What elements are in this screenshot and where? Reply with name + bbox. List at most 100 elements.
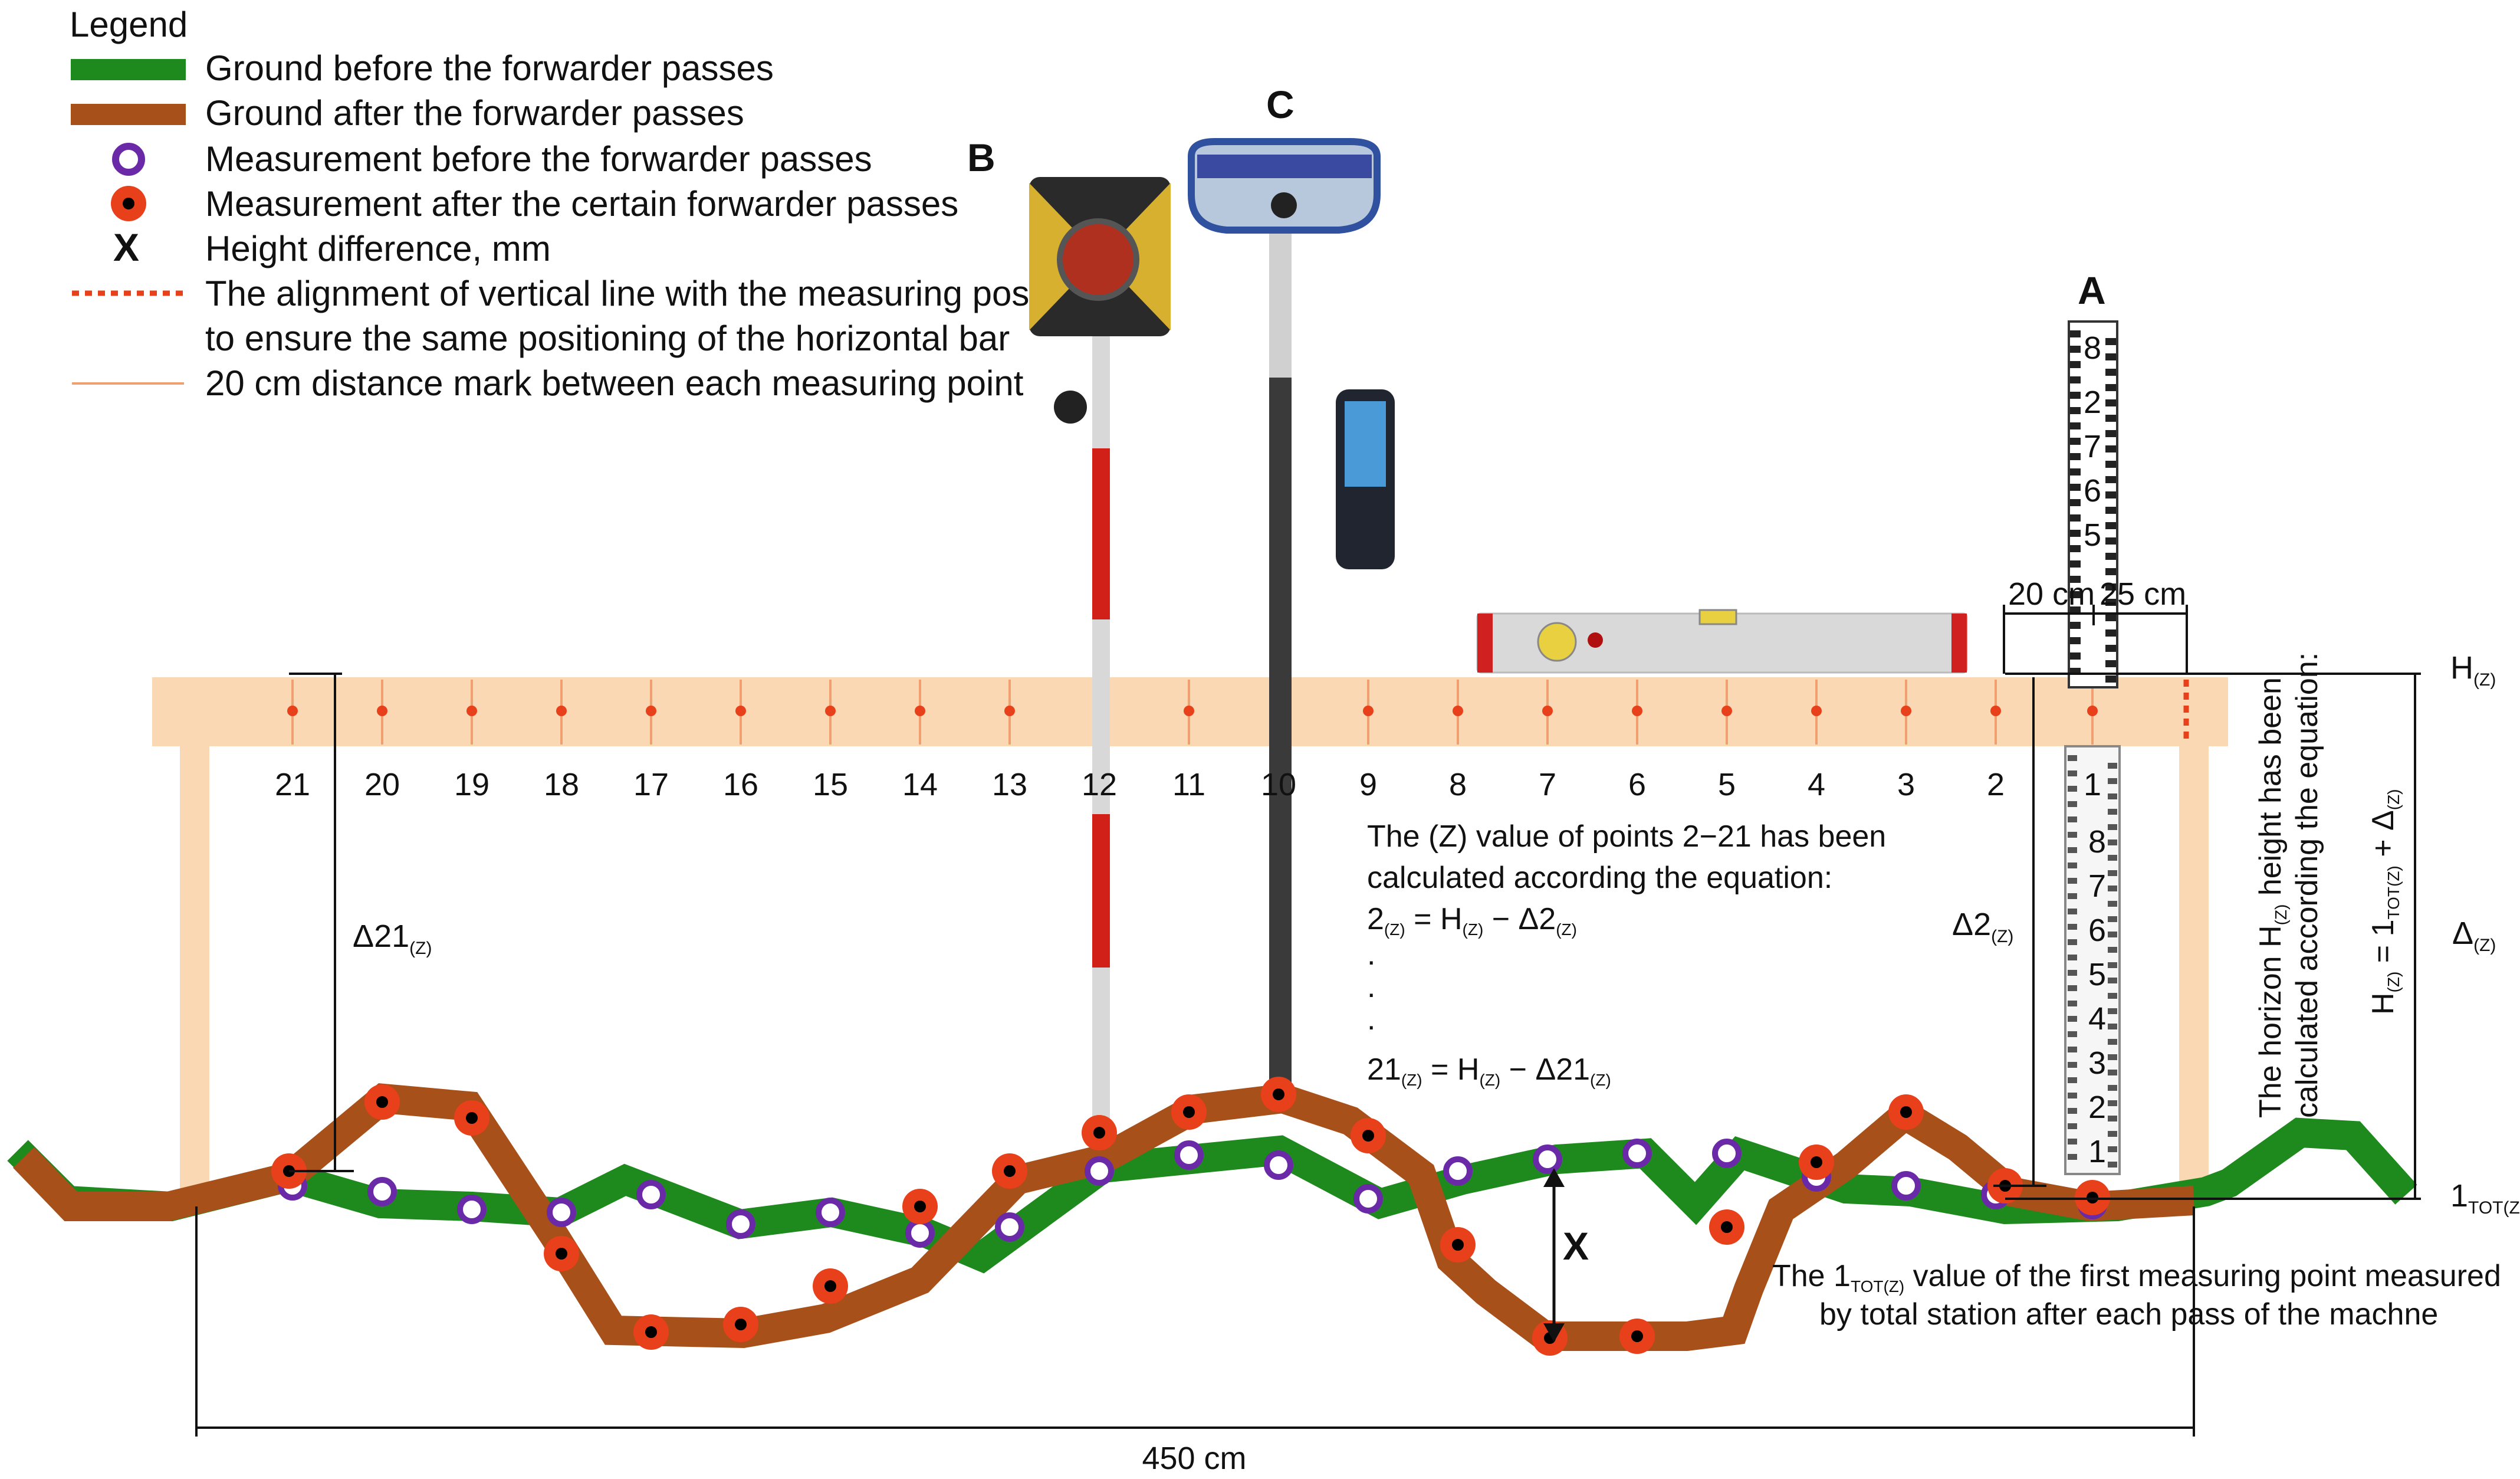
bar-point-dot <box>1363 706 1374 716</box>
eq2-delta: − Δ2 <box>1483 902 1556 936</box>
rod-graduation <box>2068 1001 2077 1006</box>
bar-point-dot <box>1990 706 2001 716</box>
measurement-before-marker <box>995 1212 1024 1242</box>
rod-graduation <box>2070 453 2081 460</box>
x-arrow-head-up <box>1543 1168 1565 1187</box>
rod-graduation <box>2108 901 2117 907</box>
eq21-sub2: (Z) <box>1479 1071 1500 1089</box>
heq-sub1: (Z) <box>2384 972 2403 993</box>
rod-graduation <box>2105 522 2116 529</box>
rod-graduation <box>2105 507 2116 514</box>
rod-graduation <box>2105 461 2116 468</box>
rod-graduation <box>2070 637 2081 644</box>
x-arrow-head-down <box>1543 1323 1565 1342</box>
measurement-after-center <box>735 1319 747 1330</box>
measurement-before-marker <box>726 1209 755 1239</box>
rod-graduation <box>2068 1077 2077 1083</box>
rod-graduation <box>2108 932 2117 937</box>
rod-graduation <box>2070 576 2081 583</box>
rod-graduation <box>2068 786 2077 792</box>
spirit-level-vial-top <box>1698 609 1737 625</box>
point-label: 13 <box>992 767 1027 802</box>
rod-graduation <box>2070 652 2081 660</box>
legend-red-label: Measurement after the certain forwarder … <box>205 184 958 224</box>
legend-brown-label: Ground after the forwarder passes <box>205 93 744 133</box>
width-450-label: 450 cm <box>1142 1441 1246 1476</box>
rod-graduation <box>2108 1085 2117 1091</box>
spirit-level-screw <box>1588 632 1603 648</box>
bar-point-dot <box>287 706 298 716</box>
rod-graduation <box>2105 675 2116 683</box>
rod-graduation <box>2068 1108 2077 1114</box>
point-label: 1 <box>2084 767 2101 802</box>
dim-20cm-label: 20 cm <box>2008 576 2095 612</box>
eq2-sub3: (Z) <box>1556 920 1577 939</box>
measurement-before-marker <box>1712 1139 1742 1168</box>
pole-b-prism-lens <box>1057 218 1139 301</box>
heq-eq: = 1 <box>2366 919 2400 971</box>
rod-graduation <box>2070 530 2081 537</box>
rod-graduation <box>2070 499 2081 506</box>
rod-graduation <box>2108 1146 2117 1152</box>
rod-graduation <box>2108 916 2117 922</box>
pole-c-receiver-button <box>1271 192 1297 218</box>
point-label: 12 <box>1082 767 1117 802</box>
rod-graduation <box>2105 614 2116 621</box>
rod-graduation <box>2108 962 2117 968</box>
delta21-main: Δ21 <box>353 919 409 954</box>
measurement-after-center <box>1900 1106 1912 1118</box>
note-line-1: The 1TOT(Z) value of the first measuring… <box>1772 1259 2501 1296</box>
rod-a-lower-digit: 1 <box>2088 1134 2106 1169</box>
measurement-after-center <box>1362 1130 1374 1142</box>
measurement-before-marker <box>1353 1184 1383 1214</box>
rod-graduation <box>2068 863 2077 868</box>
rod-graduation <box>2108 1054 2117 1060</box>
delta-main: Δ <box>2452 916 2473 951</box>
point-label: 2 <box>1987 767 2005 802</box>
rod-graduation <box>2108 1131 2117 1137</box>
rod-graduation <box>2070 468 2081 475</box>
rod-graduation <box>2105 384 2116 391</box>
rod-graduation <box>2105 599 2116 606</box>
rod-graduation <box>2070 484 2081 491</box>
rod-a-lower-digit: 3 <box>2088 1045 2106 1081</box>
rod-graduation <box>2105 369 2116 376</box>
measurement-before-marker <box>367 1177 397 1206</box>
measurement-before-marker <box>816 1198 845 1227</box>
bar-point-dot <box>915 706 925 716</box>
horizon-eq: H(Z) = 1TOT(Z) + Δ(Z) <box>2366 789 2403 1015</box>
rod-graduation <box>2068 847 2077 853</box>
point-label: 6 <box>1628 767 1646 802</box>
rod-a-lower-digit: 2 <box>2088 1090 2106 1125</box>
h-main: H <box>2450 650 2473 686</box>
rod-a-upper-digit: 5 <box>2084 517 2101 553</box>
rod-graduation <box>2070 392 2081 399</box>
rod-graduation <box>2068 970 2077 976</box>
note-post: value of the first measuring point measu… <box>1904 1259 2501 1293</box>
rod-a-lower-digit: 7 <box>2088 868 2106 904</box>
rod-graduation <box>2070 606 2081 614</box>
rod-a-lower-digit: 4 <box>2088 1001 2106 1037</box>
point-label: 14 <box>902 767 938 802</box>
measurement-after-center <box>1631 1330 1643 1342</box>
rod-graduation <box>2108 809 2117 815</box>
height-difference-arrow: X <box>1543 1168 1589 1342</box>
point-label: 11 <box>1172 767 1205 802</box>
rod-a-upper-digit: 6 <box>2084 473 2101 509</box>
point-label: 7 <box>1539 767 1556 802</box>
point-label: 21 <box>275 767 310 802</box>
heq-sub2: TOT(Z) <box>2384 865 2403 919</box>
heq-plus: + Δ <box>2366 810 2400 865</box>
measurement-after-center <box>1004 1165 1016 1177</box>
point-label: 8 <box>1449 767 1467 802</box>
rod-a-upper-digits: 8 2 7 6 5 <box>2084 330 2101 553</box>
rod-graduation <box>2105 491 2116 499</box>
rod-graduation <box>2068 939 2077 945</box>
rod-graduation <box>2068 832 2077 838</box>
rod-graduation <box>2068 770 2077 776</box>
label-c: C <box>1266 83 1295 126</box>
point-label: 17 <box>633 767 669 802</box>
pole-b-red-2 <box>1092 814 1110 968</box>
delta21-label: Δ21(Z) <box>353 919 432 958</box>
